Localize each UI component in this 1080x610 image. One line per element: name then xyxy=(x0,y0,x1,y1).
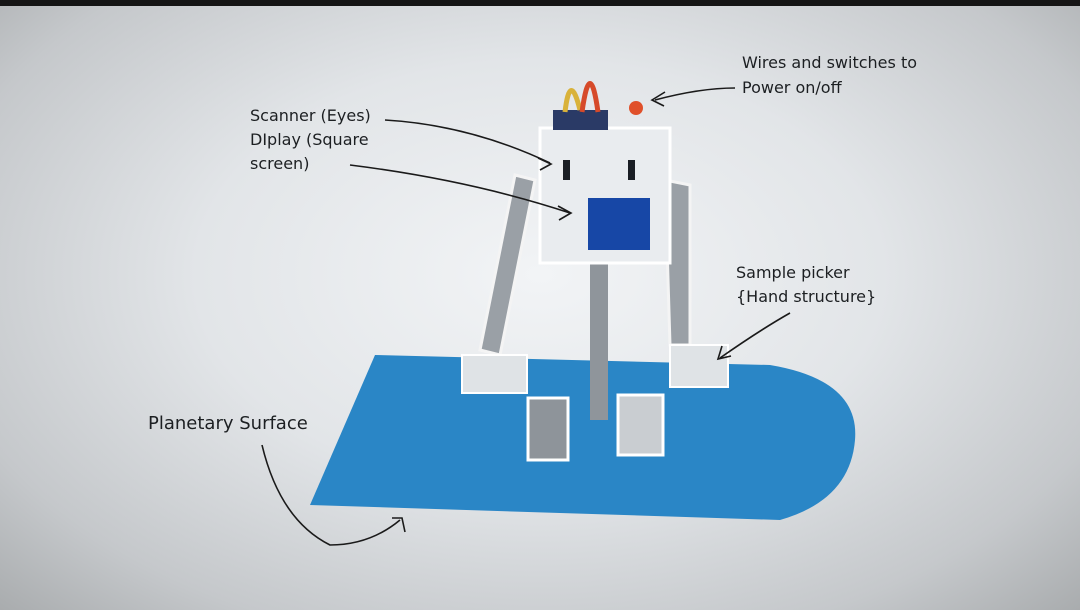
arrow-sample-picker xyxy=(716,312,791,361)
robot-model xyxy=(461,81,729,462)
wire-holder xyxy=(553,110,608,130)
arrow-scanner xyxy=(384,119,553,171)
right-foot xyxy=(669,344,729,388)
left-foot xyxy=(461,354,528,394)
label-sample-picker-line2: {Hand structure} xyxy=(736,287,877,306)
left-leg xyxy=(478,173,537,357)
label-wires-line2: Power on/off xyxy=(742,78,842,97)
label-scanner-line1: Scanner (Eyes) xyxy=(250,106,371,125)
screen-bezel xyxy=(0,0,1080,6)
neck xyxy=(590,260,608,420)
label-sample-picker-line1: Sample picker xyxy=(736,263,850,282)
planetary-surface xyxy=(310,355,856,520)
base-right-block xyxy=(616,393,665,457)
wire-yellow xyxy=(562,88,583,113)
label-wires-line1: Wires and switches to xyxy=(742,53,917,72)
base-left-block xyxy=(526,396,570,462)
power-switch xyxy=(629,101,643,115)
right-eye xyxy=(628,160,635,180)
display-screen xyxy=(588,198,650,250)
label-scanner-line2: DIplay (Square xyxy=(250,130,369,149)
label-planetary-surface: Planetary Surface xyxy=(148,413,308,434)
arrow-surface xyxy=(261,444,406,546)
left-eye xyxy=(563,160,570,180)
annotation-arrows xyxy=(261,87,791,546)
label-scanner-line3: screen) xyxy=(250,154,310,173)
wire-red xyxy=(579,81,601,113)
arrow-wires xyxy=(650,87,736,107)
arrow-display xyxy=(349,164,573,221)
